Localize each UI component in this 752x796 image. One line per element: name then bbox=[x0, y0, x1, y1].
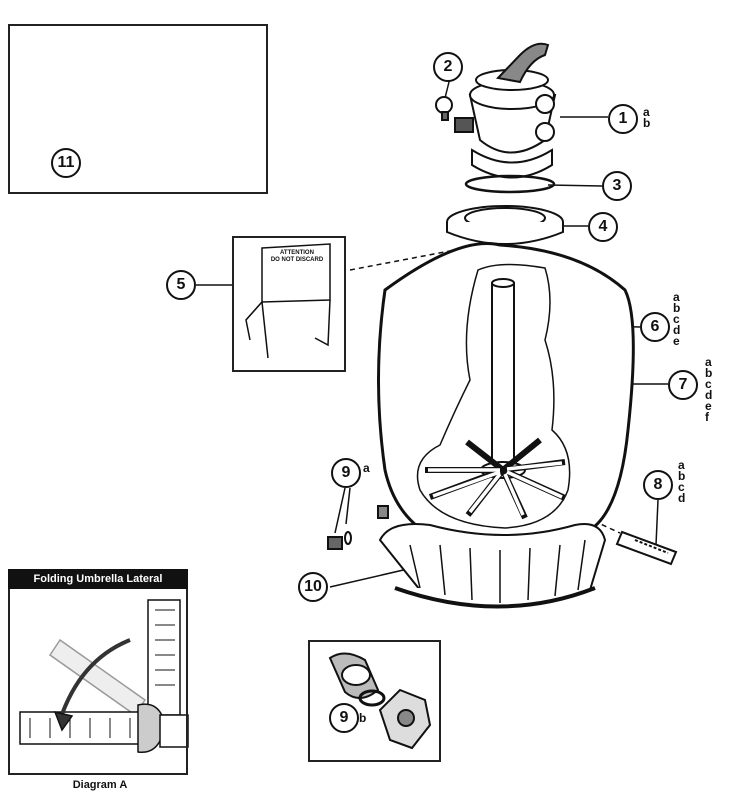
variant-letter: d bbox=[705, 388, 713, 402]
variant-letter: b bbox=[673, 301, 681, 315]
o-ring-drawing bbox=[464, 174, 556, 194]
callout-4: 4 bbox=[588, 212, 618, 242]
variant-letter: a bbox=[363, 461, 370, 475]
callout-9b-suffix: b bbox=[359, 711, 367, 725]
callout-9b: 9 bbox=[329, 703, 359, 733]
callout-10: 10 bbox=[298, 572, 328, 602]
callout-6: 6 bbox=[640, 312, 670, 342]
variants-part-1: a b bbox=[643, 105, 655, 130]
tank-base-drawing bbox=[378, 523, 607, 609]
variant-letter: b bbox=[643, 116, 651, 130]
closure-ring-drawing bbox=[446, 205, 564, 245]
callout-2: 2 bbox=[433, 52, 463, 82]
sign-text: ATTENTION DO NOT DISCARD bbox=[264, 250, 330, 264]
drain-cap-drawing bbox=[327, 505, 389, 550]
variants-part-6: a b c d e bbox=[673, 290, 685, 348]
variant-letter: f bbox=[705, 410, 709, 424]
label-sign-drawing bbox=[245, 243, 331, 359]
callout-3: 3 bbox=[602, 171, 632, 201]
variant-letter: b bbox=[705, 366, 713, 380]
diagram-a-drawing bbox=[19, 599, 189, 753]
callout-11: 11 bbox=[51, 148, 81, 178]
variant-letter: c bbox=[705, 377, 712, 391]
top-cover-inset-box bbox=[8, 24, 268, 194]
variants-part-9: a bbox=[363, 461, 375, 475]
variant-letter: c bbox=[678, 480, 685, 494]
lateral-assembly-drawing bbox=[416, 263, 571, 529]
variant-letter: b bbox=[678, 469, 686, 483]
pressure-gauge-drawing bbox=[435, 96, 453, 121]
variants-part-8: a b c d bbox=[678, 458, 690, 505]
callout-9: 9 bbox=[331, 458, 361, 488]
callout-1: 1 bbox=[608, 104, 638, 134]
variants-part-7: a b c d e f bbox=[705, 355, 717, 424]
callout-7: 7 bbox=[668, 370, 698, 400]
variant-letter: d bbox=[678, 491, 686, 505]
label-sign-inset-box bbox=[232, 236, 346, 372]
drain-cap-inset-box bbox=[308, 640, 441, 762]
variant-letter: e bbox=[705, 399, 712, 413]
diagram-a-title: Folding Umbrella Lateral Assembly bbox=[8, 569, 188, 605]
variant-letter: d bbox=[673, 323, 681, 337]
variant-letter: a bbox=[673, 290, 680, 304]
multiport-valve-drawing bbox=[454, 42, 557, 179]
lateral-drawing bbox=[615, 530, 678, 566]
variant-letter: a bbox=[643, 105, 650, 119]
variant-letter: a bbox=[678, 458, 685, 472]
diagram-a-caption: Diagram A bbox=[72, 779, 128, 791]
callout-8: 8 bbox=[643, 470, 673, 500]
variant-letter: c bbox=[673, 312, 680, 326]
variant-letter: e bbox=[673, 334, 680, 348]
callout-5: 5 bbox=[166, 270, 196, 300]
variant-letter: a bbox=[705, 355, 712, 369]
sign-line-2: DO NOT DISCARD bbox=[270, 257, 324, 263]
sign-line-1: ATTENTION bbox=[280, 250, 314, 256]
drain-cap-detail-drawing bbox=[328, 652, 432, 750]
